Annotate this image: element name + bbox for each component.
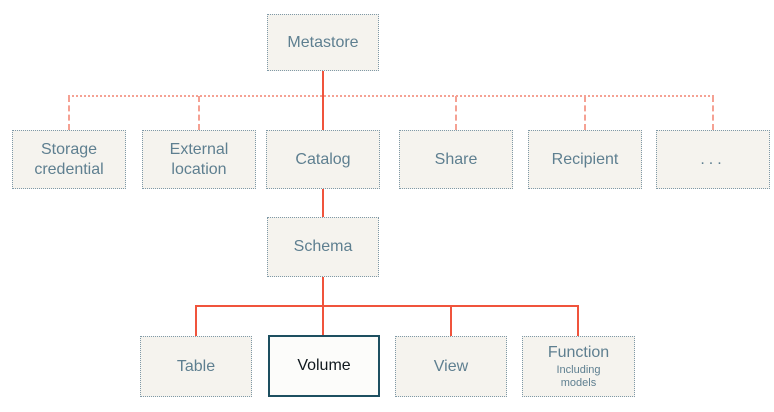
connector-level1-bus [68, 95, 714, 97]
node-catalog-label: Catalog [295, 150, 351, 168]
node-volume-label: Volume [297, 357, 351, 374]
node-more-label: ... [700, 150, 726, 168]
node-share: Share [399, 130, 513, 189]
connector-level3-bus [196, 305, 579, 307]
node-function: Function Including models [522, 336, 635, 397]
connector-drop-external-location [198, 96, 200, 130]
node-function-sublabel: Including models [556, 363, 601, 389]
connector-catalog-schema [322, 189, 324, 217]
node-volume: Volume [268, 335, 380, 397]
node-storage-credential: Storage credential [12, 130, 126, 189]
node-view: View [395, 336, 507, 397]
node-share-label: Share [434, 150, 478, 168]
node-external-location-label: External location [169, 140, 229, 178]
node-more: ... [656, 130, 770, 189]
node-metastore: Metastore [267, 14, 379, 71]
node-table-label: Table [176, 357, 216, 375]
connector-drop-storage-credential [68, 96, 70, 130]
node-storage-credential-label: Storage credential [34, 140, 104, 178]
connector-drop-share [455, 96, 457, 130]
node-recipient-label: Recipient [551, 150, 619, 168]
node-schema-label: Schema [293, 238, 353, 255]
connector-drop-view [450, 305, 452, 336]
node-metastore-label: Metastore [287, 33, 359, 51]
connector-drop-more [712, 96, 714, 130]
connector-metastore-catalog [322, 71, 324, 130]
connector-drop-function [577, 305, 579, 336]
connector-drop-table [195, 305, 197, 336]
node-function-label: Function [547, 343, 610, 361]
node-external-location: External location [142, 130, 256, 189]
node-view-label: View [433, 357, 469, 375]
node-catalog: Catalog [266, 130, 380, 189]
node-schema: Schema [267, 217, 379, 277]
connector-drop-recipient [584, 96, 586, 130]
node-recipient: Recipient [528, 130, 642, 189]
node-table: Table [140, 336, 252, 397]
